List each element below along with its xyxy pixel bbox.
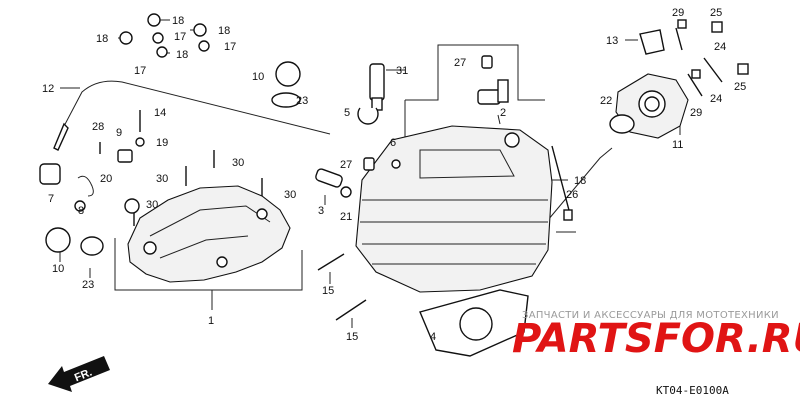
callout-2: 2 bbox=[500, 107, 506, 119]
callout-26: 26 bbox=[566, 189, 578, 201]
callout-10: 10 bbox=[52, 263, 64, 275]
callout-5: 5 bbox=[344, 107, 350, 119]
diagram-code: KT04-E0100A bbox=[656, 384, 729, 397]
callout-13: 13 bbox=[606, 35, 618, 47]
callout-15: 15 bbox=[322, 285, 334, 297]
callout-29: 29 bbox=[672, 7, 684, 19]
callout-17: 17 bbox=[224, 41, 236, 53]
callout-30: 30 bbox=[232, 157, 244, 169]
callout-27: 27 bbox=[454, 57, 466, 69]
callout-28: 28 bbox=[92, 121, 104, 133]
callout-23: 23 bbox=[296, 95, 308, 107]
callout-27: 27 bbox=[340, 159, 352, 171]
cylinder-head bbox=[355, 125, 553, 293]
callout-18: 18 bbox=[96, 33, 108, 45]
callout-3: 3 bbox=[318, 205, 324, 217]
callout-4: 4 bbox=[430, 331, 436, 343]
callout-25: 25 bbox=[734, 81, 746, 93]
callout-24: 24 bbox=[714, 41, 726, 53]
callout-21: 21 bbox=[340, 211, 352, 223]
watermark-logo: PARTSFOR.RU bbox=[512, 316, 800, 362]
callout-10: 10 bbox=[252, 71, 264, 83]
callout-17: 17 bbox=[174, 31, 186, 43]
callout-31: 31 bbox=[396, 65, 408, 77]
callout-19: 19 bbox=[156, 137, 168, 149]
callout-23: 23 bbox=[82, 279, 94, 291]
callout-15: 15 bbox=[346, 331, 358, 343]
callout-18: 18 bbox=[172, 15, 184, 27]
callout-14: 14 bbox=[154, 107, 166, 119]
callout-6: 6 bbox=[390, 137, 396, 149]
callout-20: 20 bbox=[100, 173, 112, 185]
cylinder-head-cover bbox=[127, 185, 291, 283]
callout-9: 9 bbox=[116, 127, 122, 139]
callout-17: 17 bbox=[134, 65, 146, 77]
callout-18: 18 bbox=[176, 49, 188, 61]
callout-12: 12 bbox=[42, 83, 54, 95]
callout-18: 18 bbox=[218, 25, 230, 37]
callout-30: 30 bbox=[156, 173, 168, 185]
callout-30: 30 bbox=[284, 189, 296, 201]
callout-labels: 18 18 18 18 17 17 17 12 14 28 9 19 30 30… bbox=[42, 7, 746, 343]
parts bbox=[39, 13, 749, 357]
front-arrow-icon bbox=[48, 356, 110, 392]
callout-1: 1 bbox=[208, 315, 214, 327]
watermark: ЗАПЧАСТИ И АКСЕССУАРЫ ДЛЯ МОТОТЕХНИКИ PA… bbox=[512, 310, 800, 362]
callout-30: 30 bbox=[146, 199, 158, 211]
callout-11: 11 bbox=[672, 139, 683, 151]
callout-8: 8 bbox=[78, 205, 84, 217]
callout-29: 29 bbox=[690, 107, 702, 119]
callout-22: 22 bbox=[600, 95, 612, 107]
callout-25: 25 bbox=[710, 7, 722, 19]
callout-24: 24 bbox=[710, 93, 722, 105]
callout-18: 18 bbox=[574, 175, 586, 187]
watermark-tagline: ЗАПЧАСТИ И АКСЕССУАРЫ ДЛЯ МОТОТЕХНИКИ bbox=[522, 310, 779, 321]
front-arrow: FR. bbox=[48, 356, 110, 392]
callout-7: 7 bbox=[48, 193, 54, 205]
